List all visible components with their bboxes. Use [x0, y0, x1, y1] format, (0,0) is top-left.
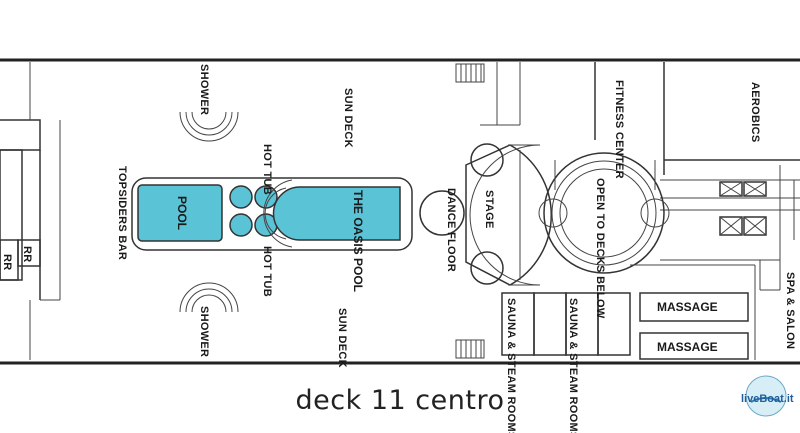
spa-rooms [501, 264, 756, 360]
shower-top-fixture [179, 111, 239, 142]
sun-deck-top-line1: SUN DECK [342, 88, 354, 148]
hot-tub-bottom-label: HOT TUB [261, 246, 273, 297]
stairs-top [455, 63, 485, 83]
massage-2-label: MASSAGE [657, 340, 718, 354]
shower-bottom-fixture [179, 282, 239, 313]
topsiders-bar-label: TOPSIDERS BAR [116, 166, 128, 260]
sun-deck-bottom-label: SUN DECK [336, 308, 348, 368]
labels: SHOWER SHOWER SUN DECK TOPSIDERS BAR POO… [1, 64, 796, 433]
sun-deck-top-label: SUN DECK [342, 88, 354, 148]
hot-tub-top-label: HOT TUB [261, 144, 273, 195]
stage-label: STAGE [483, 190, 495, 229]
stairs-bottom [455, 339, 485, 359]
stage-area [419, 143, 552, 286]
dance-floor-label: DANCE FLOOR [445, 188, 457, 272]
deck-caption: deck 11 centro [295, 385, 505, 416]
hull-walls [0, 58, 800, 365]
sauna-steam-2-label: SAUNA & STEAM ROOMS [567, 298, 579, 433]
main-pool [137, 184, 223, 242]
rr-1-label: RR [21, 246, 33, 263]
hot-tub-1 [229, 185, 253, 209]
hot-tub-3 [229, 213, 253, 237]
open-to-decks-label: OPEN TO DECKS BELOW [594, 178, 606, 319]
logo-text: liveBoat.it [741, 393, 794, 405]
oasis-pool-label: THE OASIS POOL [351, 190, 365, 292]
oasis-pool [272, 186, 401, 241]
fitness-center-label: FITNESS CENTER [613, 80, 625, 179]
atrium [538, 152, 670, 274]
liveboat-logo: liveBoat.it [741, 375, 794, 417]
spa-salon-label: SPA & SALON [784, 272, 796, 349]
massage-1-label: MASSAGE [657, 300, 718, 314]
sauna-steam-1-label: SAUNA & STEAM ROOMS [505, 298, 517, 433]
shower-bottom-label: SHOWER [198, 306, 210, 357]
pool-label: POOL [175, 196, 189, 230]
rr-2-label: RR [1, 254, 13, 271]
aerobics-label: AEROBICS [749, 82, 761, 142]
shower-top-label: SHOWER [198, 64, 210, 115]
pool-platform [131, 177, 413, 251]
